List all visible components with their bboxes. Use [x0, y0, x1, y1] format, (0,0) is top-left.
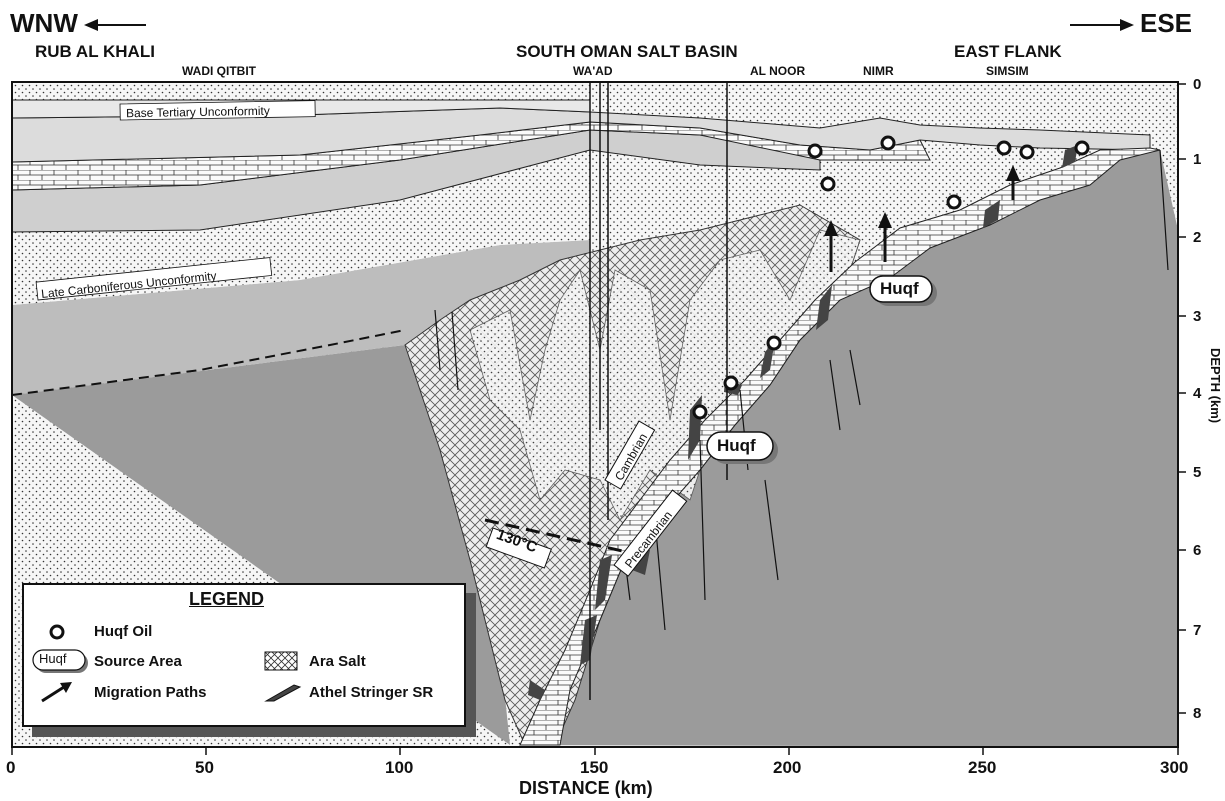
y-tick-7: 7 [1193, 622, 1202, 639]
y-tick-1: 1 [1193, 151, 1202, 168]
paleozoic-fill [12, 240, 590, 395]
x-tick-0: 0 [6, 758, 16, 777]
migration-arrow-icon [41, 682, 72, 703]
region-south-oman-salt-basin: SOUTH OMAN SALT BASIN [516, 42, 738, 61]
x-axis-title: DISTANCE (km) [519, 778, 653, 798]
y-tick-2: 2 [1193, 229, 1202, 246]
legend-source-area: Source Area [94, 653, 182, 670]
label-late-carboniferous [35, 257, 273, 301]
legend-ara-salt: Ara Salt [309, 653, 366, 670]
legend-migration: Migration Paths [94, 684, 207, 701]
x-tick-300: 300 [1160, 758, 1189, 777]
x-tick-50: 50 [195, 758, 214, 777]
field-waad: WA'AD [573, 64, 613, 78]
y-tick-5: 5 [1193, 464, 1202, 481]
y-tick-3: 3 [1193, 308, 1202, 325]
athel-stringer-icon [264, 684, 302, 702]
field-simsim: SIMSIM [986, 64, 1029, 78]
region-rub-al-khali: RUB AL KHALI [35, 42, 155, 61]
oil-icon [49, 624, 65, 640]
legend-title: LEGEND [189, 589, 265, 609]
base-tertiary-label: Base Tertiary Unconformity [125, 103, 270, 121]
field-wadi-qitbit: WADI QITBIT [182, 64, 256, 78]
legend-huqf-oil: Huqf Oil [94, 623, 153, 640]
y-tick-4: 4 [1193, 385, 1202, 402]
region-east-flank: EAST FLANK [954, 42, 1062, 61]
x-tick-100: 100 [385, 758, 414, 777]
huqf-carbonate [519, 147, 1161, 746]
y-tick-6: 6 [1193, 542, 1202, 559]
label-base-tertiary [119, 100, 316, 121]
source-area-icon [32, 649, 88, 673]
arrow-left-icon [84, 18, 148, 37]
field-al-noor: AL NOOR [750, 64, 806, 78]
field-nimr: NIMR [863, 64, 894, 78]
arrow-right-icon [1070, 18, 1134, 37]
x-tick-200: 200 [773, 758, 802, 777]
legend-athel-stringer: Athel Stringer SR [309, 684, 434, 701]
x-tick-150: 150 [580, 758, 609, 777]
ese-label: ESE [1140, 8, 1193, 38]
y-tick-0: 0 [1193, 76, 1202, 93]
y-axis-title: DEPTH (km) [1208, 348, 1223, 424]
x-tick-250: 250 [968, 758, 997, 777]
wnw-label: WNW [10, 8, 78, 38]
huqf-badge-upper: Huqf [880, 279, 919, 298]
ara-salt-icon [264, 651, 298, 671]
huqf-badge-lower: Huqf [717, 436, 756, 455]
legend: LEGEND Huqf Oil Huqf Source Area Migrati… [22, 583, 466, 727]
y-tick-8: 8 [1193, 705, 1202, 722]
legend-source-badge: Huqf [39, 651, 67, 666]
